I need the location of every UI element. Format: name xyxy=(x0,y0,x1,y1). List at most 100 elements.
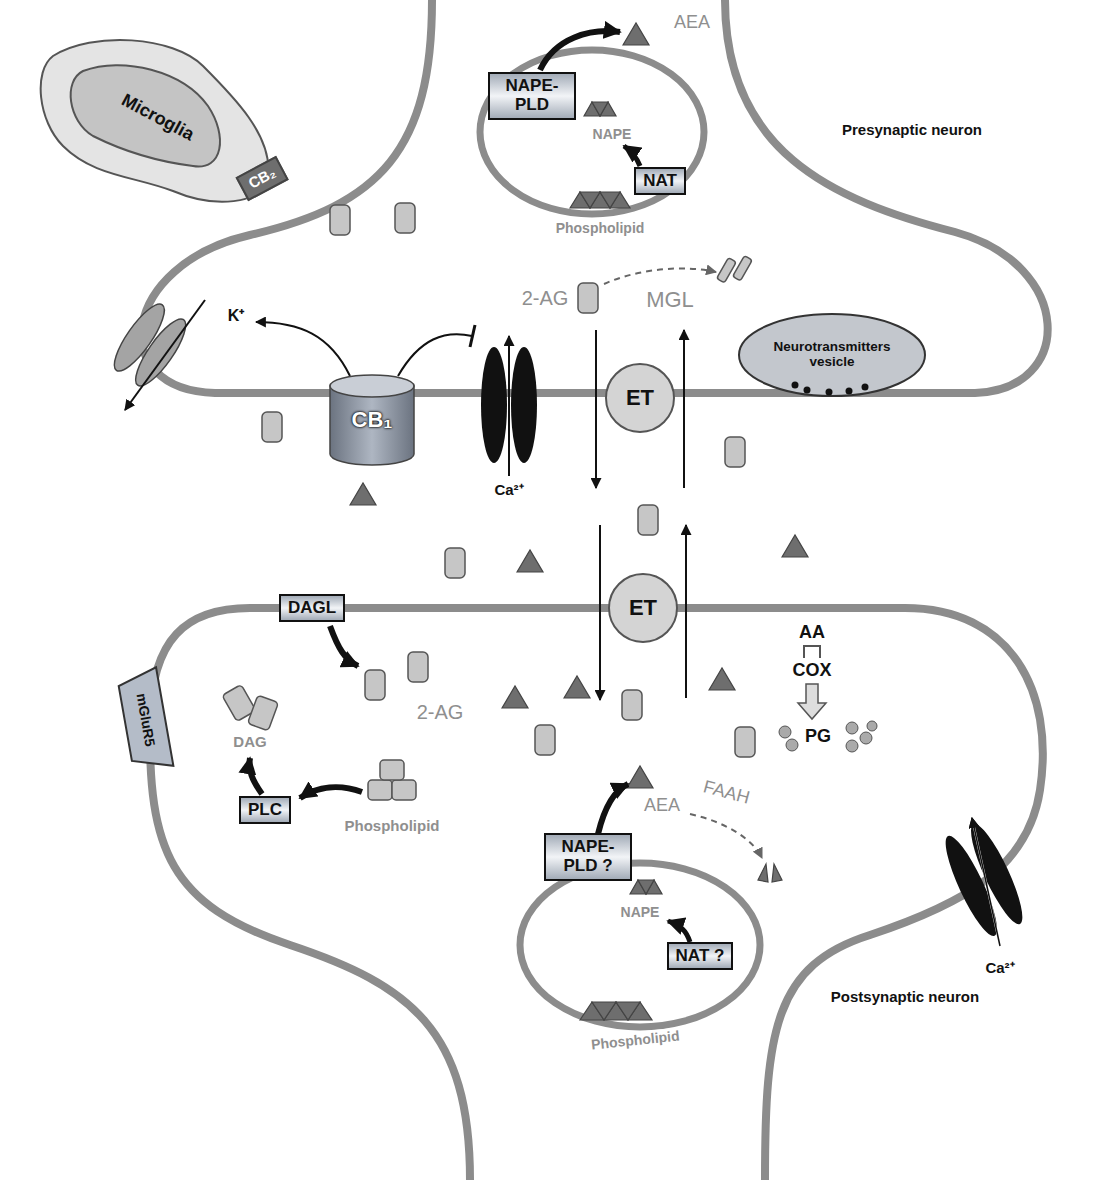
ion-flow-arrow xyxy=(972,818,1000,946)
ion-flow-arrow xyxy=(508,336,510,476)
2ag-molecule xyxy=(638,505,658,535)
transporter-circle: ET xyxy=(604,362,676,434)
phospholipid-molecule xyxy=(600,192,620,208)
molecule-label: NAPE xyxy=(619,904,662,920)
reaction-arrow xyxy=(300,787,362,798)
aea-fragment xyxy=(772,864,782,882)
aea-molecule xyxy=(502,686,528,708)
activation-arrow xyxy=(256,322,350,376)
molecule-label: 2-AG xyxy=(415,701,466,724)
ion-label: Ca²⁺ xyxy=(983,959,1016,976)
aea-molecule xyxy=(623,23,649,45)
enzyme-box: NAPE-PLD xyxy=(488,72,576,119)
enzyme-label: FAAH xyxy=(700,775,755,808)
aea-molecule xyxy=(782,535,808,557)
node-text: NAT ? xyxy=(676,947,725,966)
2ag-molecule xyxy=(725,437,745,467)
transmitter-dot xyxy=(862,384,869,391)
transporter-circle: ET xyxy=(607,572,679,644)
block-arrow xyxy=(798,684,826,719)
microglia-nucleus xyxy=(71,65,220,166)
prostaglandin-dot xyxy=(860,732,872,744)
transmitter-dot xyxy=(846,388,853,395)
node-text: NAT xyxy=(643,172,677,191)
neuron-label: Postsynaptic neuron xyxy=(829,988,981,1005)
enzyme-box: NAT ? xyxy=(667,942,734,971)
2ag-fragment xyxy=(717,258,737,283)
aea-fragment xyxy=(758,864,768,882)
enzyme-box: NAPE-PLD ? xyxy=(544,833,632,880)
vesicle-ellipse: Neurotransmitters vesicle xyxy=(737,312,927,398)
enzyme-box: PLC xyxy=(239,796,291,825)
transport-arrow xyxy=(595,330,597,488)
enzyme-label: COX xyxy=(790,660,833,681)
neuron-label: Presynaptic neuron xyxy=(840,121,984,138)
molecule-label: 2-AG xyxy=(520,287,571,310)
nape-molecule xyxy=(592,102,608,116)
receptor-outline xyxy=(117,667,174,772)
node-text: DAGL xyxy=(288,599,336,618)
phospholipid-molecule xyxy=(392,780,416,800)
channel-subunit xyxy=(511,347,537,463)
node-text: NAPE-PLD ? xyxy=(553,838,623,875)
aea-molecule xyxy=(709,668,735,690)
molecule-label: DAG xyxy=(231,733,268,750)
molecule-label: AEA xyxy=(672,12,712,33)
2ag-fragment xyxy=(733,256,753,281)
enzyme-box: DAGL xyxy=(279,594,345,623)
phospholipid-molecule xyxy=(592,1002,616,1020)
reaction-arrow xyxy=(540,31,620,70)
transport-arrow xyxy=(685,525,687,698)
node-text: Neurotransmitters vesicle xyxy=(757,340,907,370)
postsynaptic-membrane xyxy=(150,608,1043,1180)
calcium-channel xyxy=(937,819,1031,941)
aea-molecule xyxy=(627,766,653,788)
vesicle-outline xyxy=(739,314,925,396)
degradation-arrow xyxy=(604,268,716,284)
transmitter-dot xyxy=(826,389,833,396)
channel-subunit xyxy=(481,347,507,463)
2ag-molecule xyxy=(395,203,415,233)
molecule-label: PG xyxy=(803,726,833,747)
ion-flow-arrow xyxy=(125,300,205,410)
2ag-molecule xyxy=(408,652,428,682)
2ag-molecule xyxy=(578,283,598,313)
prostaglandin-dot xyxy=(867,721,877,731)
prostaglandin-dot xyxy=(846,740,858,752)
molecule-label: Phospholipid xyxy=(343,817,442,834)
prostaglandin-dot xyxy=(846,722,858,734)
2ag-molecule xyxy=(445,548,465,578)
prostaglandin-dot xyxy=(779,726,791,738)
reaction-arrow xyxy=(598,784,628,834)
mglur5-receptor: mGluR5 xyxy=(114,665,175,775)
degradation-arrow xyxy=(690,814,762,858)
node-text: PLC xyxy=(248,801,282,820)
cylinder-top xyxy=(330,375,414,397)
prostaglandin-dot xyxy=(786,739,798,751)
reaction-arrow xyxy=(668,921,690,942)
molecule-label: AA xyxy=(797,622,827,643)
molecule-label: Phospholipid xyxy=(554,220,647,236)
ion-label: K⁺ xyxy=(226,307,247,325)
channel-subunit xyxy=(128,313,194,392)
node-text: ET xyxy=(626,386,654,410)
phospholipid-molecule xyxy=(368,780,392,800)
molecule-label: NAPE xyxy=(591,126,634,142)
transmitter-dot xyxy=(804,387,811,394)
nape-molecule xyxy=(638,880,654,894)
node-text: CB₂ xyxy=(246,164,279,192)
2ag-molecule xyxy=(330,205,350,235)
2ag-molecule xyxy=(262,412,282,442)
bracket xyxy=(804,646,820,658)
cylinder-body xyxy=(330,386,414,465)
transmitter-dot xyxy=(792,382,799,389)
ion-flow-arrow xyxy=(972,818,1000,946)
aea-molecule xyxy=(517,550,543,572)
molecule-label: AEA xyxy=(642,795,682,816)
circle-outline xyxy=(606,364,674,432)
aea-molecule xyxy=(564,676,590,698)
2ag-molecule xyxy=(535,725,555,755)
postsynaptic-compartment xyxy=(520,863,760,1027)
inhibition-line xyxy=(398,334,472,376)
